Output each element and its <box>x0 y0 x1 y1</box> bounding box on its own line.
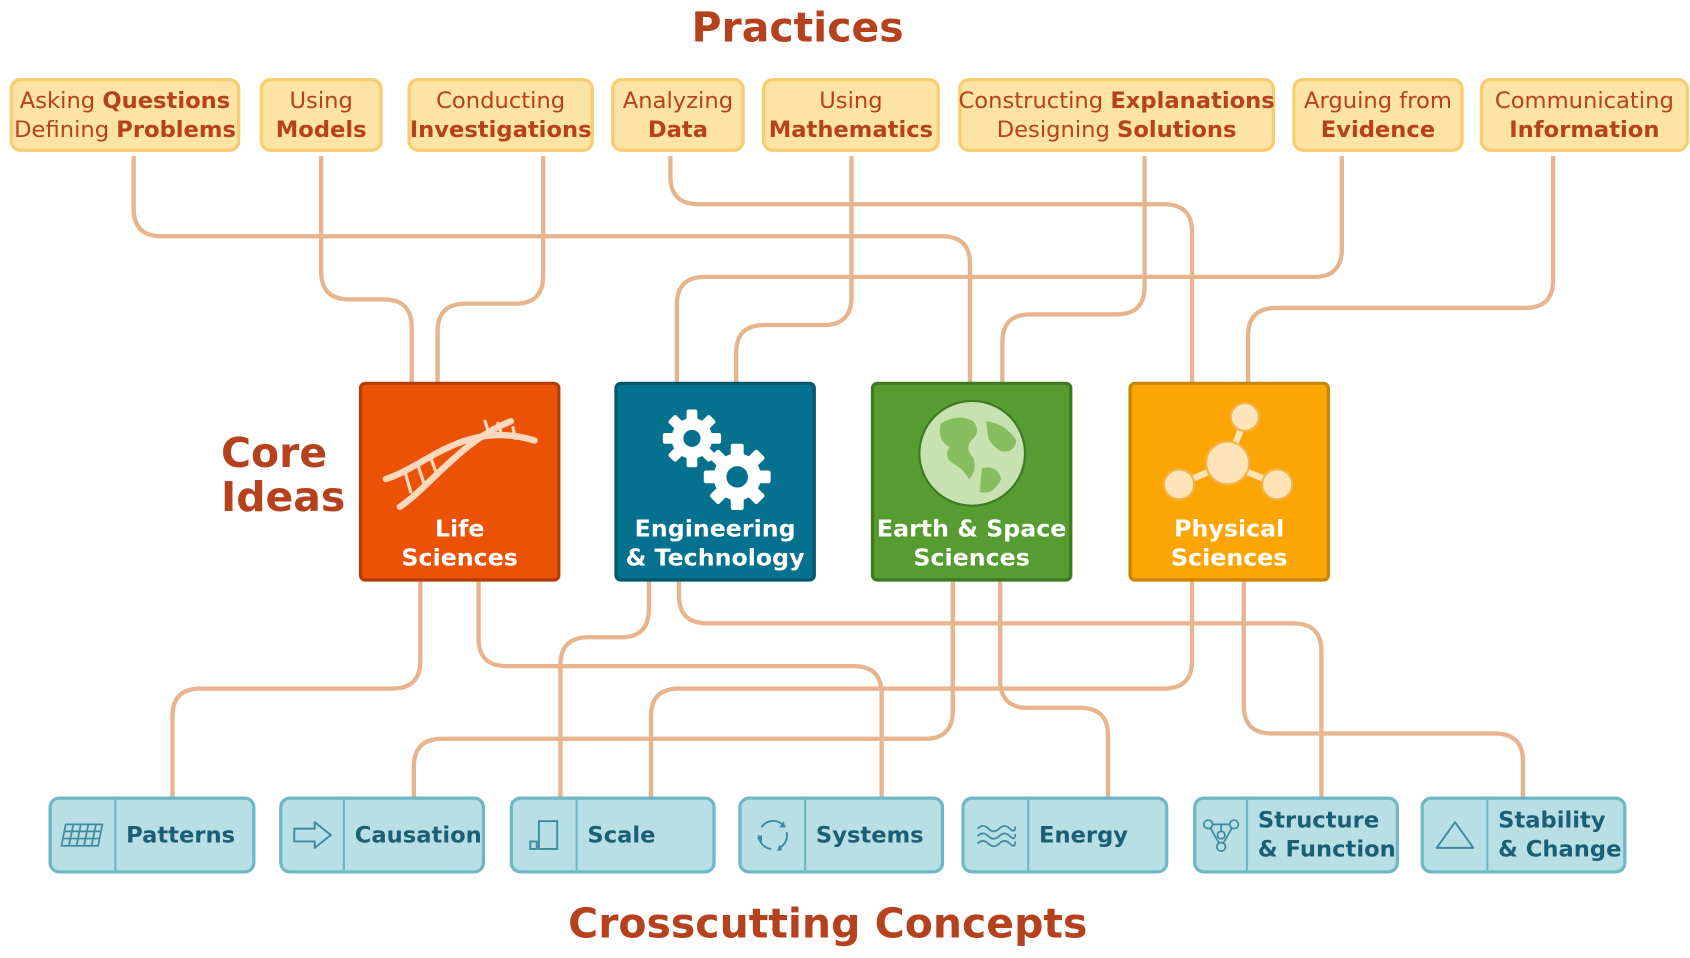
practice-arguing-from-evidence[interactable]: Arguing from Evidence <box>1292 78 1464 152</box>
core-ideas-heading: Core Ideas <box>220 429 346 521</box>
core-ideas-heading-line2: Ideas <box>220 473 346 521</box>
practice-keyword: Information <box>1509 116 1660 142</box>
core-earth-space-sciences[interactable]: Earth & Space Sciences <box>870 381 1073 582</box>
core-label-line2: Sciences <box>401 545 518 573</box>
concept-label-line1: Stability <box>1498 807 1606 833</box>
core-label-line1: Physical <box>1174 516 1285 544</box>
connector-explanations-to-earth <box>1000 156 1147 382</box>
connector-mathematics-to-engineering <box>733 156 854 382</box>
network-icon <box>1203 819 1240 852</box>
scale-icon <box>529 820 559 850</box>
practice-text: Communicating <box>1494 87 1674 113</box>
concept-structure-function[interactable]: Structure & Function <box>1193 796 1399 874</box>
practice-keyword: Investigations <box>409 116 592 142</box>
practice-analyzing-data[interactable]: Analyzing Data <box>611 78 745 152</box>
connector-asking-to-earth <box>131 156 973 382</box>
concept-stability-change[interactable]: Stability & Change <box>1420 796 1627 874</box>
practice-keyword: Data <box>647 116 709 142</box>
practice-text: Conducting <box>436 87 566 113</box>
practice-text: Designing <box>996 116 1118 142</box>
core-ideas-heading-line1: Core <box>220 429 328 477</box>
core-label-line1: Engineering <box>634 516 796 544</box>
practice-keyword: Models <box>275 116 367 142</box>
cycle-icon <box>756 819 788 852</box>
connector-analyzing-to-physical <box>668 156 1195 382</box>
core-physical-sciences[interactable]: Physical Sciences <box>1128 381 1331 582</box>
practice-keyword: Mathematics <box>768 116 934 142</box>
triangle-icon <box>1435 821 1475 849</box>
concept-label: Causation <box>354 821 482 848</box>
concept-causation[interactable]: Causation <box>279 796 486 874</box>
concept-scale[interactable]: Scale <box>509 796 716 874</box>
crosscutting-concepts-heading: Crosscutting Concepts <box>568 900 1088 948</box>
concept-label-line2: & Change <box>1498 836 1622 862</box>
practice-using-models[interactable]: Using Models <box>259 78 383 152</box>
practice-keyword: Explanations <box>1110 87 1275 113</box>
concept-label-line1: Structure <box>1257 807 1380 833</box>
globe-icon <box>918 399 1027 507</box>
arrow-icon <box>293 821 332 849</box>
connector-life-to-systems <box>476 581 884 797</box>
practice-keyword: Questions <box>102 87 231 113</box>
connector-investigations-to-life <box>435 156 546 382</box>
connector-communicating-to-physical <box>1245 156 1556 382</box>
concept-label-line2: & Function <box>1257 836 1396 862</box>
core-engineering-technology[interactable]: Engineering & Technology <box>614 381 816 582</box>
practice-text: Analyzing <box>622 87 734 113</box>
practice-keyword: Solutions <box>1117 116 1237 142</box>
connector-physical-to-stability <box>1241 581 1526 797</box>
waves-icon <box>976 825 1017 848</box>
core-life-sciences[interactable]: Life Sciences <box>358 381 561 582</box>
practice-text: Using <box>289 87 353 113</box>
concept-patterns[interactable]: Patterns <box>48 796 256 874</box>
connector-models-to-life <box>319 156 414 382</box>
core-label-line1: Earth & Space <box>876 516 1067 544</box>
core-label-line1: Life <box>434 516 485 544</box>
concept-label: Systems <box>815 821 924 848</box>
practice-text: Defining <box>14 116 117 142</box>
practice-keyword: Problems <box>116 116 236 142</box>
connector-earth-to-causation <box>411 581 955 797</box>
practice-asking-questions[interactable]: Asking Questions Defining Problems <box>9 78 241 152</box>
concept-label: Patterns <box>126 821 236 848</box>
core-label-line2: Sciences <box>913 545 1030 573</box>
core-label-line2: & Technology <box>625 545 805 573</box>
molecule-icon <box>1162 402 1294 501</box>
practice-constructing-explanations[interactable]: Constructing Explanations Designing Solu… <box>958 78 1276 152</box>
connector-engineering-to-scale <box>558 581 651 797</box>
practice-keyword: Evidence <box>1320 116 1436 142</box>
connector-arguing-to-engineering <box>674 156 1345 382</box>
practice-text: Arguing from <box>1303 87 1452 113</box>
connector-earth-to-energy <box>998 581 1111 797</box>
core-label-line2: Sciences <box>1170 545 1288 573</box>
grid-icon <box>60 823 104 847</box>
concept-label: Energy <box>1038 821 1129 848</box>
practice-text: Constructing <box>958 87 1111 113</box>
concept-energy[interactable]: Energy <box>961 796 1169 874</box>
connector-physical-to-scale <box>648 581 1195 797</box>
practice-conducting-investigations[interactable]: Conducting Investigations <box>407 78 594 152</box>
dna-icon <box>382 418 538 511</box>
connector-life-to-patterns <box>170 581 423 797</box>
concept-systems[interactable]: Systems <box>738 796 945 874</box>
practice-communicating-information[interactable]: Communicating Information <box>1479 78 1689 152</box>
practice-using-mathematics[interactable]: Using Mathematics <box>762 78 940 152</box>
gears-icon <box>662 409 771 511</box>
practices-heading: Practices <box>691 4 904 52</box>
concept-label: Scale <box>587 821 656 848</box>
practice-text: Asking <box>19 87 103 113</box>
practice-text: Using <box>819 87 883 113</box>
